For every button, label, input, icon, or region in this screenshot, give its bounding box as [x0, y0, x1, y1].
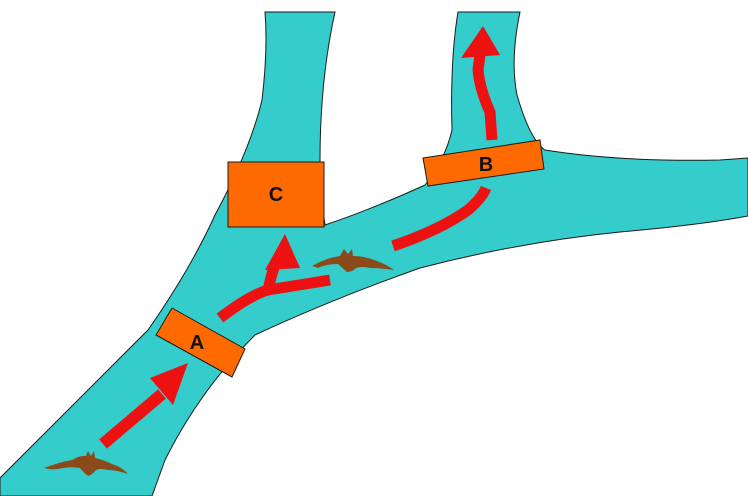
gate-c: C	[228, 162, 324, 227]
waterway	[0, 12, 748, 496]
gate-a-label: A	[190, 332, 204, 354]
gate-b-label: B	[479, 154, 493, 176]
gate-c-label: C	[269, 184, 283, 206]
